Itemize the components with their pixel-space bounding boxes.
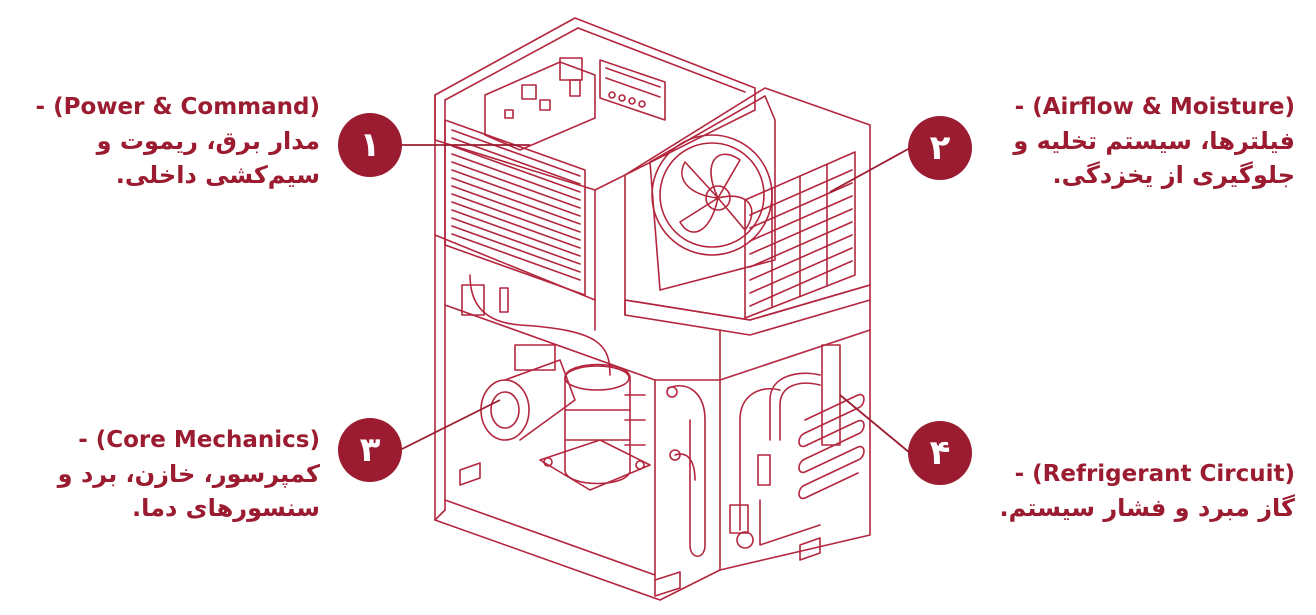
left-grille bbox=[444, 119, 586, 296]
badge-2: ۲ bbox=[908, 116, 972, 180]
badge-3: ۳ bbox=[338, 418, 402, 482]
callout-title: - (Core Mechanics) bbox=[78, 427, 320, 453]
callout-core-mechanics: - (Core Mechanics) کمپرسور، خازن، برد و … bbox=[10, 423, 320, 525]
badge-2-number: ۲ bbox=[930, 128, 951, 168]
callout-refrigerant-circuit: - (Refrigerant Circuit) گاز مبرد و فشار … bbox=[985, 457, 1295, 525]
callout-line: سیم‌کشی داخلی. bbox=[115, 161, 320, 189]
callout-airflow-moisture: - (Airflow & Moisture) فیلترها، سیستم تخ… bbox=[985, 90, 1295, 192]
middle-pipes bbox=[666, 385, 706, 558]
filter-panel bbox=[744, 151, 856, 319]
badge-3-number: ۳ bbox=[360, 430, 381, 470]
mounting-feet bbox=[459, 462, 821, 597]
callout-line: فیلترها، سیستم تخلیه و bbox=[1013, 127, 1295, 155]
refrigerant-coil bbox=[729, 344, 865, 549]
control-board bbox=[484, 57, 666, 151]
callout-power-command: - (Power & Command) مدار برق، ریموت و سی… bbox=[10, 90, 320, 192]
callout-title: - (Power & Command) bbox=[35, 94, 320, 120]
callout-line: جلوگیری از یخزدگی. bbox=[1052, 161, 1295, 189]
badge-1: ۱ bbox=[338, 113, 402, 177]
leader-lines bbox=[399, 144, 911, 454]
callout-line: مدار برق، ریموت و bbox=[96, 127, 320, 155]
callout-line: کمپرسور، خازن، برد و bbox=[57, 460, 320, 488]
callout-title: - (Refrigerant Circuit) bbox=[1014, 461, 1295, 487]
badge-1-number: ۱ bbox=[360, 125, 381, 165]
badge-4-number: ۴ bbox=[930, 433, 951, 473]
callout-line: گاز مبرد و فشار سیستم. bbox=[999, 494, 1295, 522]
badge-4: ۴ bbox=[908, 421, 972, 485]
compressor-assembly bbox=[461, 274, 651, 491]
lower-right-frame bbox=[654, 299, 871, 571]
callout-line: سنسورهای دما. bbox=[132, 494, 320, 522]
callout-title: - (Airflow & Moisture) bbox=[1014, 94, 1295, 120]
fan-module bbox=[624, 87, 871, 336]
